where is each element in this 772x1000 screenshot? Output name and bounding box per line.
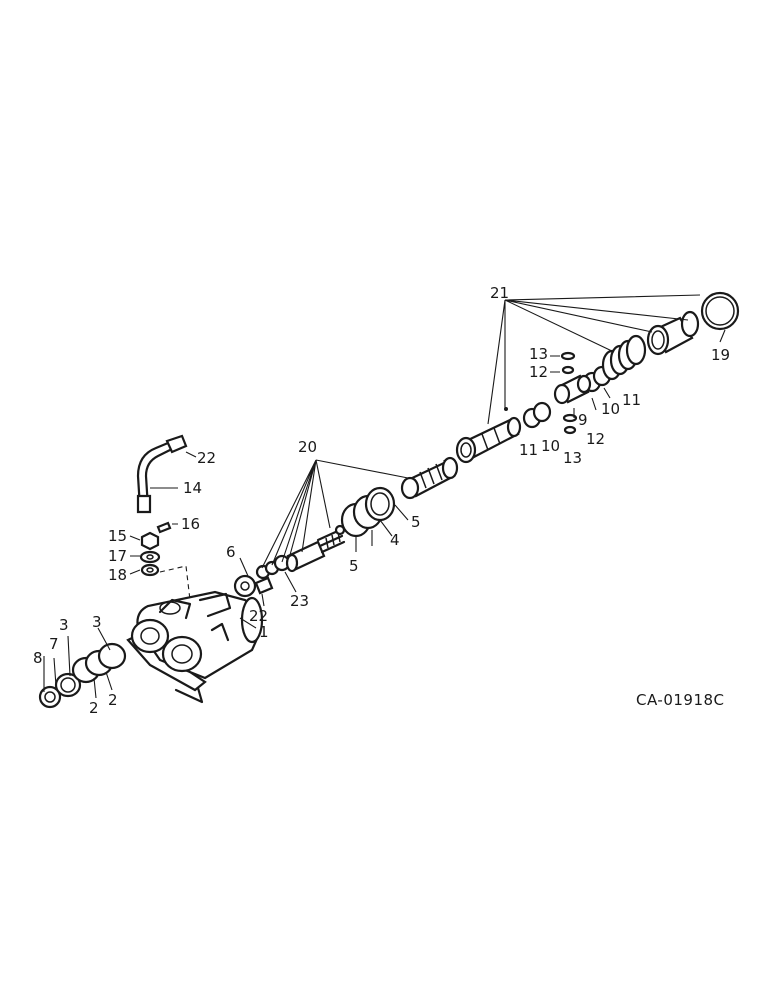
washer-part [560, 351, 578, 435]
callout-5: 5 [411, 513, 421, 531]
callout-17: 17 [108, 547, 127, 565]
callout-23: 23 [290, 592, 309, 610]
callout-20: 20 [298, 438, 317, 456]
sleeve-ring-part [340, 486, 396, 538]
callout-7: 7 [49, 635, 59, 653]
callout-3: 3 [59, 616, 69, 634]
callout-2: 2 [89, 699, 99, 717]
tube-fitting-part [136, 434, 188, 514]
drawing-code: CA-01918C [636, 691, 725, 709]
threaded-spool-part [400, 456, 459, 500]
valve-housing-part [126, 590, 264, 704]
callout-12: 12 [529, 363, 548, 381]
nut-washer-stack-part [139, 531, 161, 577]
end-cap-part [646, 310, 700, 356]
callout-21: 21 [490, 284, 509, 302]
callout-19: 19 [711, 346, 730, 364]
callout-10: 10 [601, 400, 620, 418]
spring-part [601, 334, 647, 381]
seal-ring-part [38, 685, 62, 709]
bushing-part [553, 374, 592, 405]
callout-12: 12 [586, 430, 605, 448]
callout-3: 3 [92, 613, 102, 631]
spool-sleeve-part [455, 407, 522, 464]
callout-11: 11 [519, 441, 538, 459]
callout-22: 22 [249, 607, 268, 625]
callout-9: 9 [578, 411, 588, 429]
pin-part [156, 521, 172, 534]
callout-1: 1 [259, 623, 269, 641]
callout-6: 6 [226, 543, 236, 561]
callout-13: 13 [563, 449, 582, 467]
callout-5: 5 [349, 557, 359, 575]
callout-11: 11 [622, 391, 641, 409]
leader-lines [43, 294, 726, 699]
callout-18: 18 [108, 566, 127, 584]
callout-8: 8 [33, 649, 43, 667]
callout-13: 13 [529, 345, 548, 363]
callout-14: 14 [183, 479, 202, 497]
callout-labels: 21 19 13 12 11 10 9 11 10 12 13 20 5 4 4… [33, 284, 730, 717]
callout-16: 16 [181, 515, 200, 533]
snap-ring-part [700, 291, 740, 331]
callout-10: 10 [541, 437, 560, 455]
plunger-assembly-part [233, 524, 346, 598]
callout-15: 15 [108, 527, 127, 545]
callout-22: 22 [197, 449, 216, 467]
o-ring-part [71, 642, 127, 684]
callout-4: 4 [390, 531, 400, 549]
callout-2: 2 [108, 691, 118, 709]
